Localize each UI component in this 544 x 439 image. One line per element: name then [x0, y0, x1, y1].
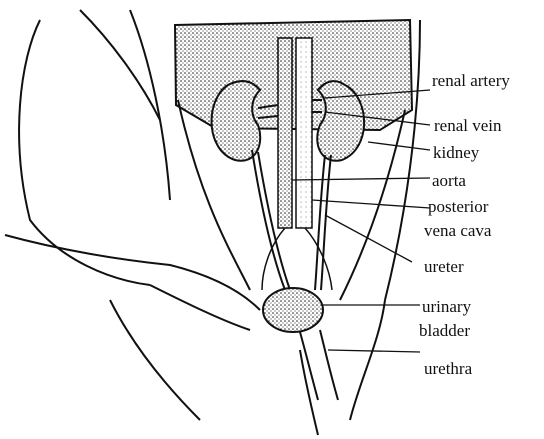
label-renal-vein: renal vein	[434, 117, 502, 134]
label-urinary-bladder-line2: bladder	[419, 322, 470, 339]
urinary-bladder	[263, 288, 323, 332]
aorta	[278, 38, 292, 228]
body-cavity	[175, 20, 412, 300]
kidney-left	[212, 81, 261, 161]
label-posterior-vena-cava-line1: posterior	[428, 198, 488, 215]
label-posterior-vena-cava-line2: vena cava	[424, 222, 491, 239]
label-urinary-bladder-line1: urinary	[422, 298, 471, 315]
posterior-vena-cava	[296, 38, 312, 228]
label-renal-artery: renal artery	[432, 72, 510, 89]
label-ureter: ureter	[424, 258, 464, 275]
urethra	[300, 330, 338, 400]
label-aorta: aorta	[432, 172, 466, 189]
label-kidney: kidney	[433, 144, 479, 161]
label-urethra: urethra	[424, 360, 472, 377]
